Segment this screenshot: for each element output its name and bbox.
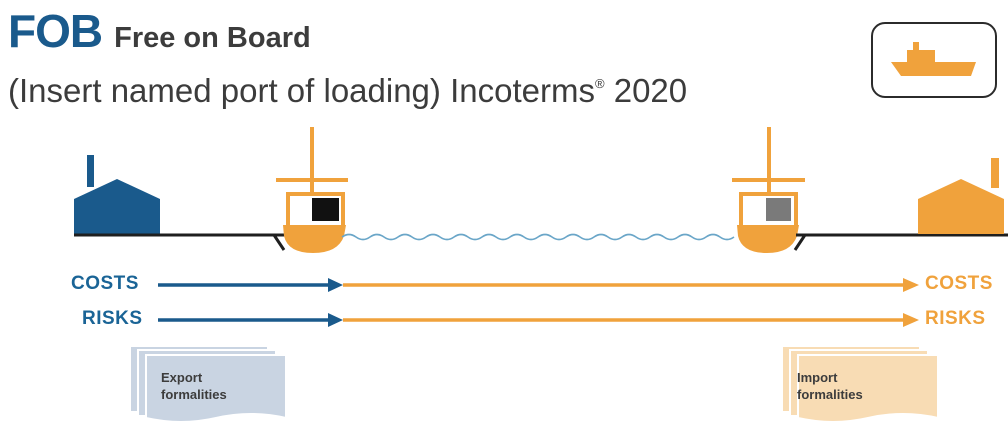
seller-quay-edge (272, 234, 286, 251)
incoterm-abbreviation: FOB (8, 5, 103, 57)
export-label-line1: Export (161, 370, 203, 385)
risks-arrow (158, 313, 919, 327)
buyer-costs-label: COSTS (925, 273, 993, 294)
transport-mode-badge (871, 22, 997, 98)
buyer-quay-edge (793, 234, 807, 251)
incoterm-full-name: Free on Board (114, 22, 311, 54)
import-label-line1: Import (797, 370, 838, 385)
export-document-stack (129, 345, 287, 423)
seller-warehouse-icon (74, 155, 160, 234)
unloading-ship-icon (732, 127, 805, 253)
import-document-stack (781, 345, 939, 423)
subtitle: (Insert named port of loading) Incoterms… (8, 72, 687, 110)
import-label-line2: formalities (797, 387, 863, 402)
loading-ship-icon (276, 127, 348, 253)
export-label-line2: formalities (161, 387, 227, 402)
subtitle-text: (Insert named port of loading) Incoterms (8, 72, 595, 109)
subtitle-year: 2020 (613, 72, 688, 109)
seller-risks-label: RISKS (82, 308, 143, 329)
water-waves (341, 233, 735, 241)
buyer-risks-label: RISKS (925, 308, 986, 329)
costs-arrow (158, 278, 919, 292)
seller-costs-label: COSTS (71, 273, 139, 294)
ship-icon (891, 42, 976, 76)
buyer-warehouse-icon (918, 158, 1004, 234)
title: FOB Free on Board (8, 4, 311, 60)
import-formalities-text: Import formalities (797, 369, 863, 403)
registered-mark: ® (594, 76, 605, 91)
export-formalities-text: Export formalities (161, 369, 227, 403)
